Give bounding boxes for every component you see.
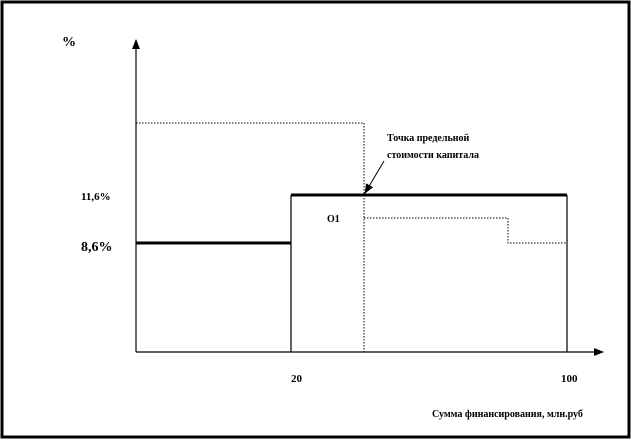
y-tick-11-6: 11,6% (81, 191, 111, 203)
annotation-line-2: стоимости капитала (387, 150, 479, 161)
marginal-cost-dotted-line (136, 122, 365, 352)
x-axis-label: Сумма финансирования, млн.руб (432, 409, 583, 420)
point-label-o1: О1 (327, 214, 340, 225)
y-tick-8-6: 8,6% (81, 240, 113, 255)
annotation-arrow (364, 160, 385, 194)
x-tick-20: 20 (291, 373, 303, 385)
investment-opportunity-dotted-line (364, 217, 567, 244)
x-tick-100: 100 (561, 373, 578, 385)
annotation-line-1: Точка предельной (387, 133, 469, 144)
y-axis-label: % (62, 35, 76, 50)
